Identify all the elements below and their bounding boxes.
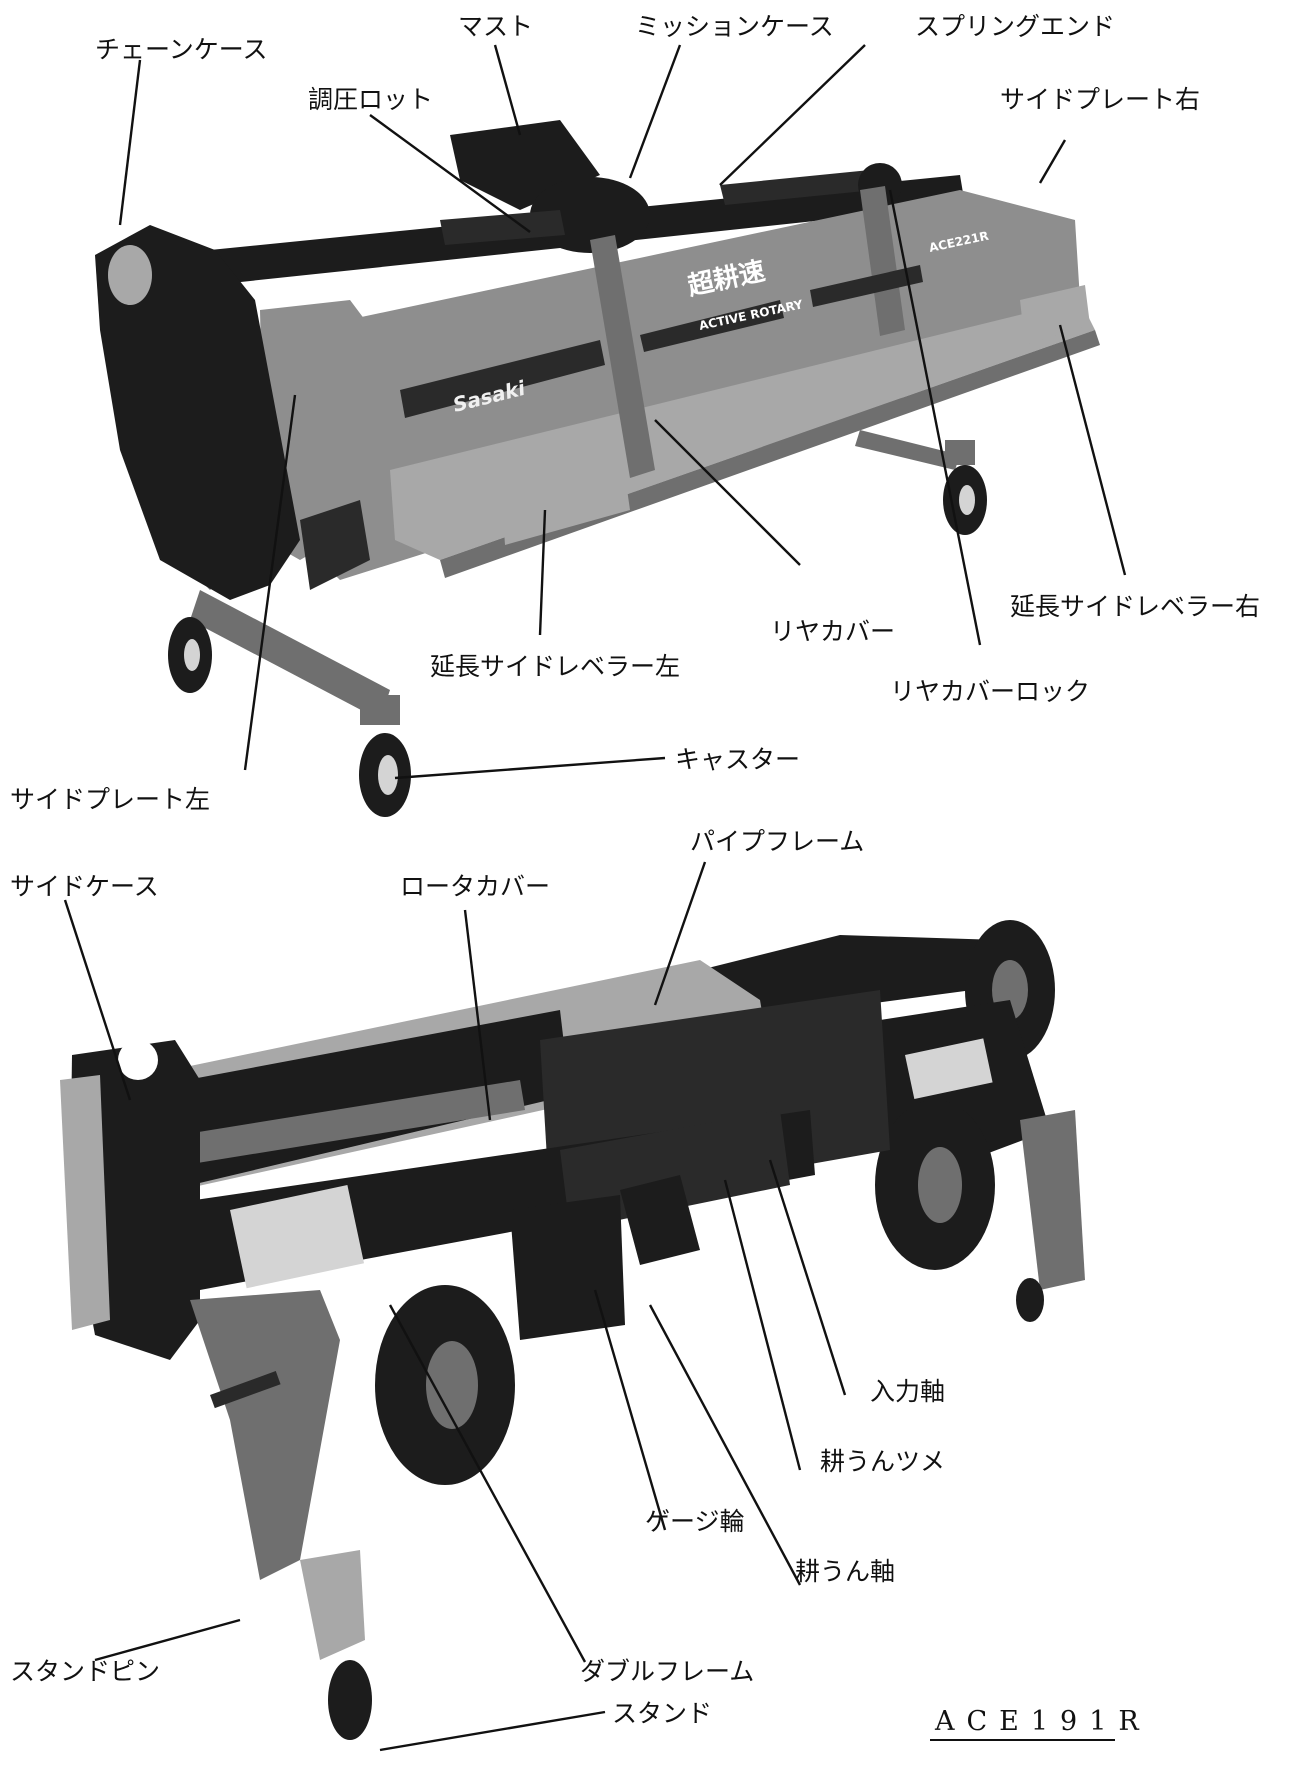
label-double-frame: ダブルフレーム <box>580 1657 754 1686</box>
leader-double-frame <box>388 1304 587 1663</box>
leader-mast <box>493 44 522 136</box>
stand-pin-rod <box>210 1371 281 1409</box>
caster-wheel-rear-left <box>168 617 212 693</box>
label-stand: スタンド <box>612 1699 712 1728</box>
warning-decal-left <box>230 1185 365 1289</box>
leader-gauge-wheel <box>593 1289 667 1531</box>
gauge-wheel-bracket <box>510 1195 625 1340</box>
leader-input-shaft <box>768 1159 847 1396</box>
label-pressure-rod: 調圧ロット <box>308 85 433 114</box>
stand-right <box>1020 1110 1085 1290</box>
label-side-plate-right: サイドプレート右 <box>1000 85 1200 114</box>
leader-ext-side-leveler-left <box>538 509 547 636</box>
model-number: ACE191R <box>934 1706 1151 1737</box>
labels: チェーンケース マスト ミッションケース スプリングエンド 調圧ロット サイドプ… <box>10 12 1260 1741</box>
label-gauge-wheel: ゲージ輪 <box>645 1507 745 1536</box>
spring-end-rod <box>720 170 875 205</box>
stand-left-caster <box>328 1660 372 1740</box>
tilling-claws-top <box>300 500 370 590</box>
stand-bar-left <box>190 590 390 720</box>
label-rear-cover-lock: リヤカバーロック <box>890 677 1090 706</box>
ext-side-leveler-left-panel <box>500 440 630 545</box>
warning-decal-right <box>905 1038 993 1100</box>
leader-lines <box>63 44 1127 1752</box>
label-rotor-cover: ロータカバー <box>400 872 550 901</box>
pressure-rod-spring <box>440 210 565 245</box>
gauge-wheel-right-hub <box>918 1147 962 1223</box>
leader-tilling-shaft <box>648 1304 802 1586</box>
leader-caster <box>394 756 666 780</box>
leader-rear-cover <box>654 419 801 566</box>
leader-stand-pin <box>94 1618 241 1662</box>
bottom-machine-illustration <box>60 920 1085 1740</box>
oil-cap <box>118 1040 158 1080</box>
label-ext-side-leveler-left: 延長サイドレベラー左 <box>430 652 680 681</box>
top-machine-illustration: Sasaki Sasaki 超耕速 ACTIVE ROTARY ACE221R <box>95 120 1100 817</box>
caster-wheel-front-left <box>359 695 411 817</box>
label-tilling-shaft: 耕うん軸 <box>795 1557 895 1586</box>
label-side-case: サイドケース <box>10 872 159 901</box>
leader-side-plate-right <box>1038 139 1067 184</box>
label-stand-pin: スタンドピン <box>10 1657 160 1686</box>
chain-case-emblem <box>108 245 152 305</box>
stand-right-caster <box>1016 1278 1044 1322</box>
leader-pipe-frame <box>653 861 707 1006</box>
decal-stripe-left <box>400 340 605 418</box>
leader-mission-case <box>628 44 682 179</box>
hood-rib-1 <box>590 235 655 478</box>
label-tilling-claw: 耕うんツメ <box>820 1447 945 1476</box>
gauge-wheel-left-hub <box>426 1341 478 1429</box>
leader-rear-cover-lock <box>888 189 982 646</box>
label-rear-cover: リヤカバー <box>770 617 895 646</box>
leader-rotor-cover <box>463 909 492 1121</box>
label-chain-case: チェーンケース <box>95 35 268 64</box>
leader-side-case <box>63 899 132 1101</box>
leader-stand <box>379 1710 606 1752</box>
chain-case <box>95 225 300 600</box>
leader-ext-side-leveler-right <box>1058 324 1127 576</box>
label-spring-end: スプリングエンド <box>915 12 1115 41</box>
leader-side-plate-left <box>243 394 297 771</box>
label-mission-case: ミッションケース <box>635 12 834 41</box>
label-pipe-frame: パイプフレーム <box>690 827 864 856</box>
side-plate-bottom-left <box>60 1075 110 1330</box>
label-input-shaft: 入力軸 <box>870 1377 945 1406</box>
label-side-plate-left: サイドプレート左 <box>10 785 210 814</box>
hood-rib-2 <box>860 186 905 336</box>
leader-spring-end <box>719 44 866 186</box>
rotor-cover-highlight <box>180 1080 525 1165</box>
decal-stripe-right <box>810 265 923 307</box>
stand-left-foot <box>300 1550 365 1660</box>
stand-left <box>190 1290 340 1580</box>
leader-tilling-claw <box>723 1179 802 1471</box>
label-ext-side-leveler-right: 延長サイドレベラー右 <box>1010 592 1260 621</box>
label-caster: キャスター <box>675 745 800 774</box>
tilling-claw-cluster <box>620 1175 700 1265</box>
label-mast: マスト <box>458 12 533 41</box>
leader-chain-case <box>118 59 142 226</box>
decal-stripe-mid <box>640 300 784 352</box>
stand-bar-right <box>855 430 960 470</box>
ext-side-leveler-right-panel <box>1020 285 1090 345</box>
leader-pressure-rod <box>369 114 531 233</box>
